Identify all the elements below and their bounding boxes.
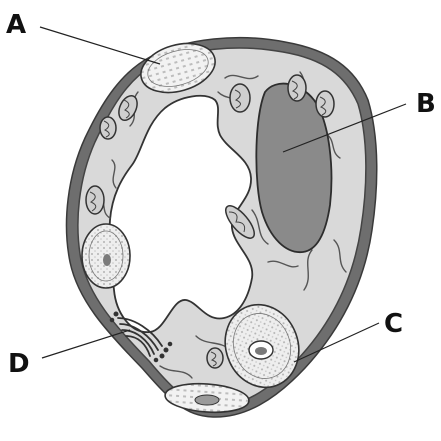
leader-line-a — [40, 27, 160, 64]
mitochondrion-icon — [230, 84, 250, 112]
leader-line-d — [42, 330, 130, 358]
label-b: B — [416, 89, 436, 119]
label-d: D — [8, 349, 30, 379]
mitochondrion-icon — [288, 75, 306, 101]
mitochondrion-icon — [100, 117, 116, 139]
label-c: C — [384, 309, 403, 339]
mitochondrion-icon — [207, 348, 223, 368]
label-a: A — [6, 10, 26, 40]
mitochondrion-icon — [86, 186, 104, 214]
chloroplast-icon — [82, 224, 130, 288]
mitochondrion-icon — [316, 91, 334, 117]
